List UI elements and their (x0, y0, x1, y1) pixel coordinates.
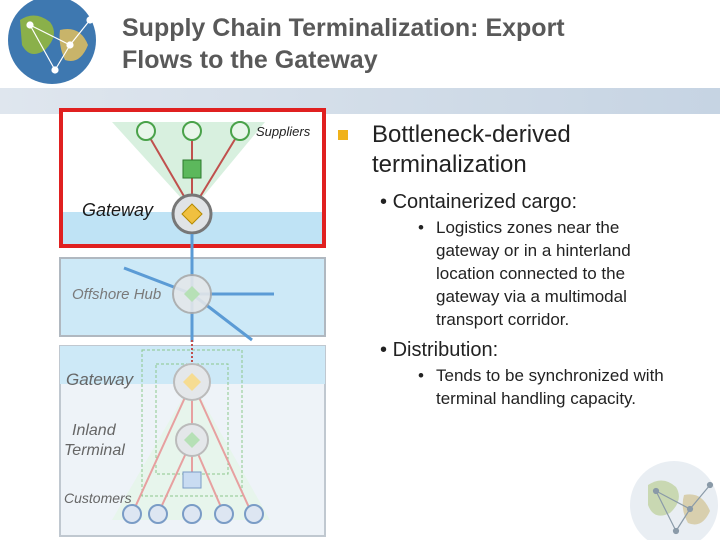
bullet-distribution: • Distribution: (380, 338, 498, 362)
terminal-label: Terminal (64, 442, 125, 459)
bullet-logistics: • Logistics zones near the gateway or in… (418, 216, 673, 331)
supplier-node (182, 121, 202, 141)
gateway-diamond-top (181, 203, 203, 225)
offshore-diamond (184, 286, 200, 302)
bullet-dot-icon: • (418, 366, 424, 385)
bullet-square-icon (338, 130, 348, 140)
supplier-node (136, 121, 156, 141)
globe-logo-bottom (630, 461, 718, 540)
customer-node (148, 504, 168, 524)
gateway-diamond-bottom (183, 373, 201, 391)
logistics-text: Logistics zones near the gateway or in a… (436, 218, 631, 329)
customers-label: Customers (64, 490, 132, 506)
bullet-dot-icon: • (380, 339, 393, 361)
distribution-text: Distribution: (392, 339, 499, 361)
customer-node (122, 504, 142, 524)
supplier-node (230, 121, 250, 141)
bullet-dot-icon: • (418, 218, 424, 237)
customer-node (214, 504, 234, 524)
gateway-label-top: Gateway (82, 200, 154, 220)
bullet-containerized: • Containerized cargo: (380, 190, 577, 214)
title-line-1: Supply Chain Terminalization: Export (122, 14, 565, 42)
customer-node (182, 504, 202, 524)
inland-label: Inland (72, 422, 116, 439)
slide-title: Supply Chain Terminalization: Export Flo… (122, 12, 682, 76)
bullet-main-text: Bottleneck-derived terminalization (372, 121, 571, 178)
globe-logo-top (8, 0, 96, 84)
gateway-label-bottom: Gateway (66, 370, 134, 389)
synchronized-text: Tends to be synchronized with terminal h… (436, 366, 664, 408)
terminalization-diagram (59, 108, 326, 537)
bullet-dot-icon: • (380, 191, 393, 213)
title-line-2: Flows to the Gateway (122, 46, 378, 74)
inland-diamond (184, 432, 200, 448)
offshore-hub-label: Offshore Hub (72, 286, 162, 303)
consolidation-square (182, 159, 202, 179)
bullet-synchronized: • Tends to be synchronized with terminal… (418, 364, 673, 410)
suppliers-label: Suppliers (256, 124, 311, 139)
containerized-text: Containerized cargo: (392, 191, 578, 213)
distribution-square (182, 471, 202, 489)
customer-node (244, 504, 264, 524)
